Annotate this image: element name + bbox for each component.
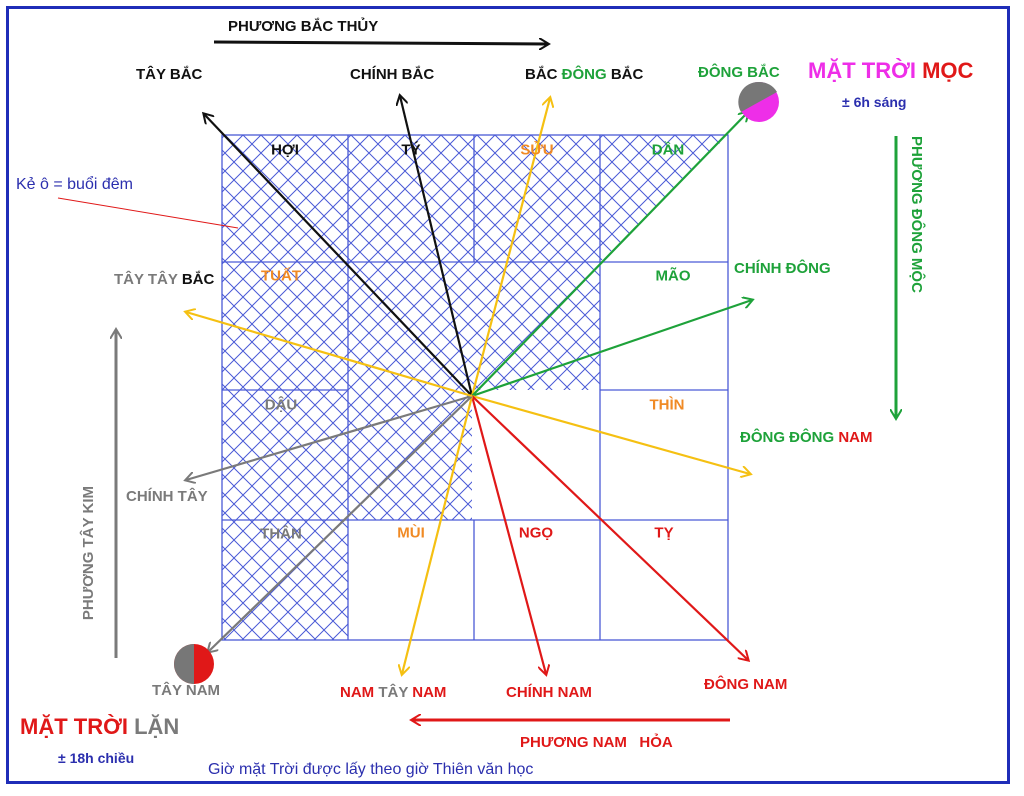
sunrise-icon [738,81,779,122]
north-arrow [213,42,548,44]
label-chinh-bac: CHÍNH BẮC [350,66,435,83]
north-title: PHƯƠNG BẮC THỦY [228,18,379,35]
sunset-time: ± 18h chiều [58,750,134,766]
hatch-legend: Kẻ ô = buổi đêm [16,176,133,193]
sunset-title-part1: MẶT TRỜI [20,714,128,739]
ray-chinh-bac [400,96,474,397]
sunset-title: MẶT TRỜI LẶN [20,714,179,740]
label-bac-dong-bac: BẮC ĐÔNG BẮC [525,66,643,83]
sunrise-title-part1: MẶT TRỜI [808,58,916,83]
label-dong-dong-nam-part2: NAM [838,429,873,446]
west-title: PHƯƠNG TÂY KIM [80,486,97,621]
east-title: PHƯƠNG ĐÔNG MỘC [908,136,925,293]
cell-tuat: TUẤT [261,267,301,285]
south-title: PHƯƠNG NAM HỎA [520,734,673,751]
label-tay-tay-bac-part2: BẮC [181,271,215,288]
label-tay-tay-bac: TÂY TÂY BẮC [114,271,214,288]
ray-tay-tay-bac [186,312,473,398]
label-chinh-dong: CHÍNH ĐÔNG [734,260,831,277]
direction-rays [186,96,752,674]
zodiac-grid [221,134,729,641]
ray-chinh-tay [186,394,473,480]
sunrise-title: MẶT TRỜI MỌC [808,58,973,84]
sunset-icon [174,644,214,684]
label-tay-tay-bac-part1: TÂY TÂY [114,271,178,288]
label-tay-nam: TÂY NAM [152,682,221,699]
sunrise-plus-minus: ± [842,94,850,110]
cell-mao: MÃO [655,267,691,285]
cell-ty-rat: TÝ [401,141,421,159]
ray-dong-nam [471,395,748,660]
ray-chinh-dong [471,300,752,398]
cell-suu: SỬU [520,141,554,159]
sunset-time-text: 18h chiều [69,750,135,766]
sunset-title-part2: LẶN [134,714,180,739]
cell-mui: MÙI [397,524,425,542]
south-title-part2: HỎA [639,734,673,751]
label-dong-dong-nam: ĐÔNG ĐÔNG NAM [740,429,873,446]
cell-thin: THÌN [649,396,685,414]
label-chinh-nam: CHÍNH NAM [506,684,592,701]
sunrise-title-part2: MỌC [922,58,974,83]
label-chinh-tay: CHÍNH TÂY [126,488,208,505]
ray-nam-tay-nam [402,395,474,674]
legend-pointer [57,197,239,229]
label-nam-tay-nam-part3: NAM [412,684,447,701]
ray-dong-dong-nam [471,394,750,474]
label-bac-dong-bac-part3: BẮC [610,66,644,83]
sunrise-time-text: 6h sáng [853,94,907,110]
ray-chinh-nam [470,395,546,674]
label-dong-nam: ĐÔNG NAM [704,676,788,693]
cell-dan: DẦN [651,141,685,159]
cell-dau: DẬU [264,396,298,414]
label-dong-dong-nam-part1: ĐÔNG ĐÔNG [740,429,835,446]
sunrise-time: ± 6h sáng [842,94,906,110]
south-title-part1: PHƯƠNG NAM [520,734,627,751]
cardinal-arrows [116,42,896,720]
cell-ty-snake: TỴ [654,524,674,542]
sunset-plus-minus: ± [58,750,66,766]
ray-dong-bac [471,112,748,397]
cell-than: THÂN [260,525,302,543]
cell-hoi: HỢI [271,141,299,159]
cell-ngo: NGỌ [518,524,554,542]
ray-tay-nam [208,395,473,652]
ray-bac-dong-bac [470,98,550,397]
ray-tay-bac [204,114,473,397]
label-tay-bac: TÂY BẮC [136,66,203,83]
footer-note: Giờ mặt Trời được lấy theo giờ Thiên văn… [208,761,534,778]
diagram-frame [6,6,1010,784]
label-bac-dong-bac-part2: ĐÔNG [561,66,607,83]
label-nam-tay-nam-part2: TÂY [378,684,409,701]
label-nam-tay-nam: NAM TÂY NAM [340,684,446,701]
label-nam-tay-nam-part1: NAM [340,684,375,701]
label-dong-bac: ĐÔNG BẮC [698,64,780,81]
label-bac-dong-bac-part1: BẮC [525,66,558,83]
